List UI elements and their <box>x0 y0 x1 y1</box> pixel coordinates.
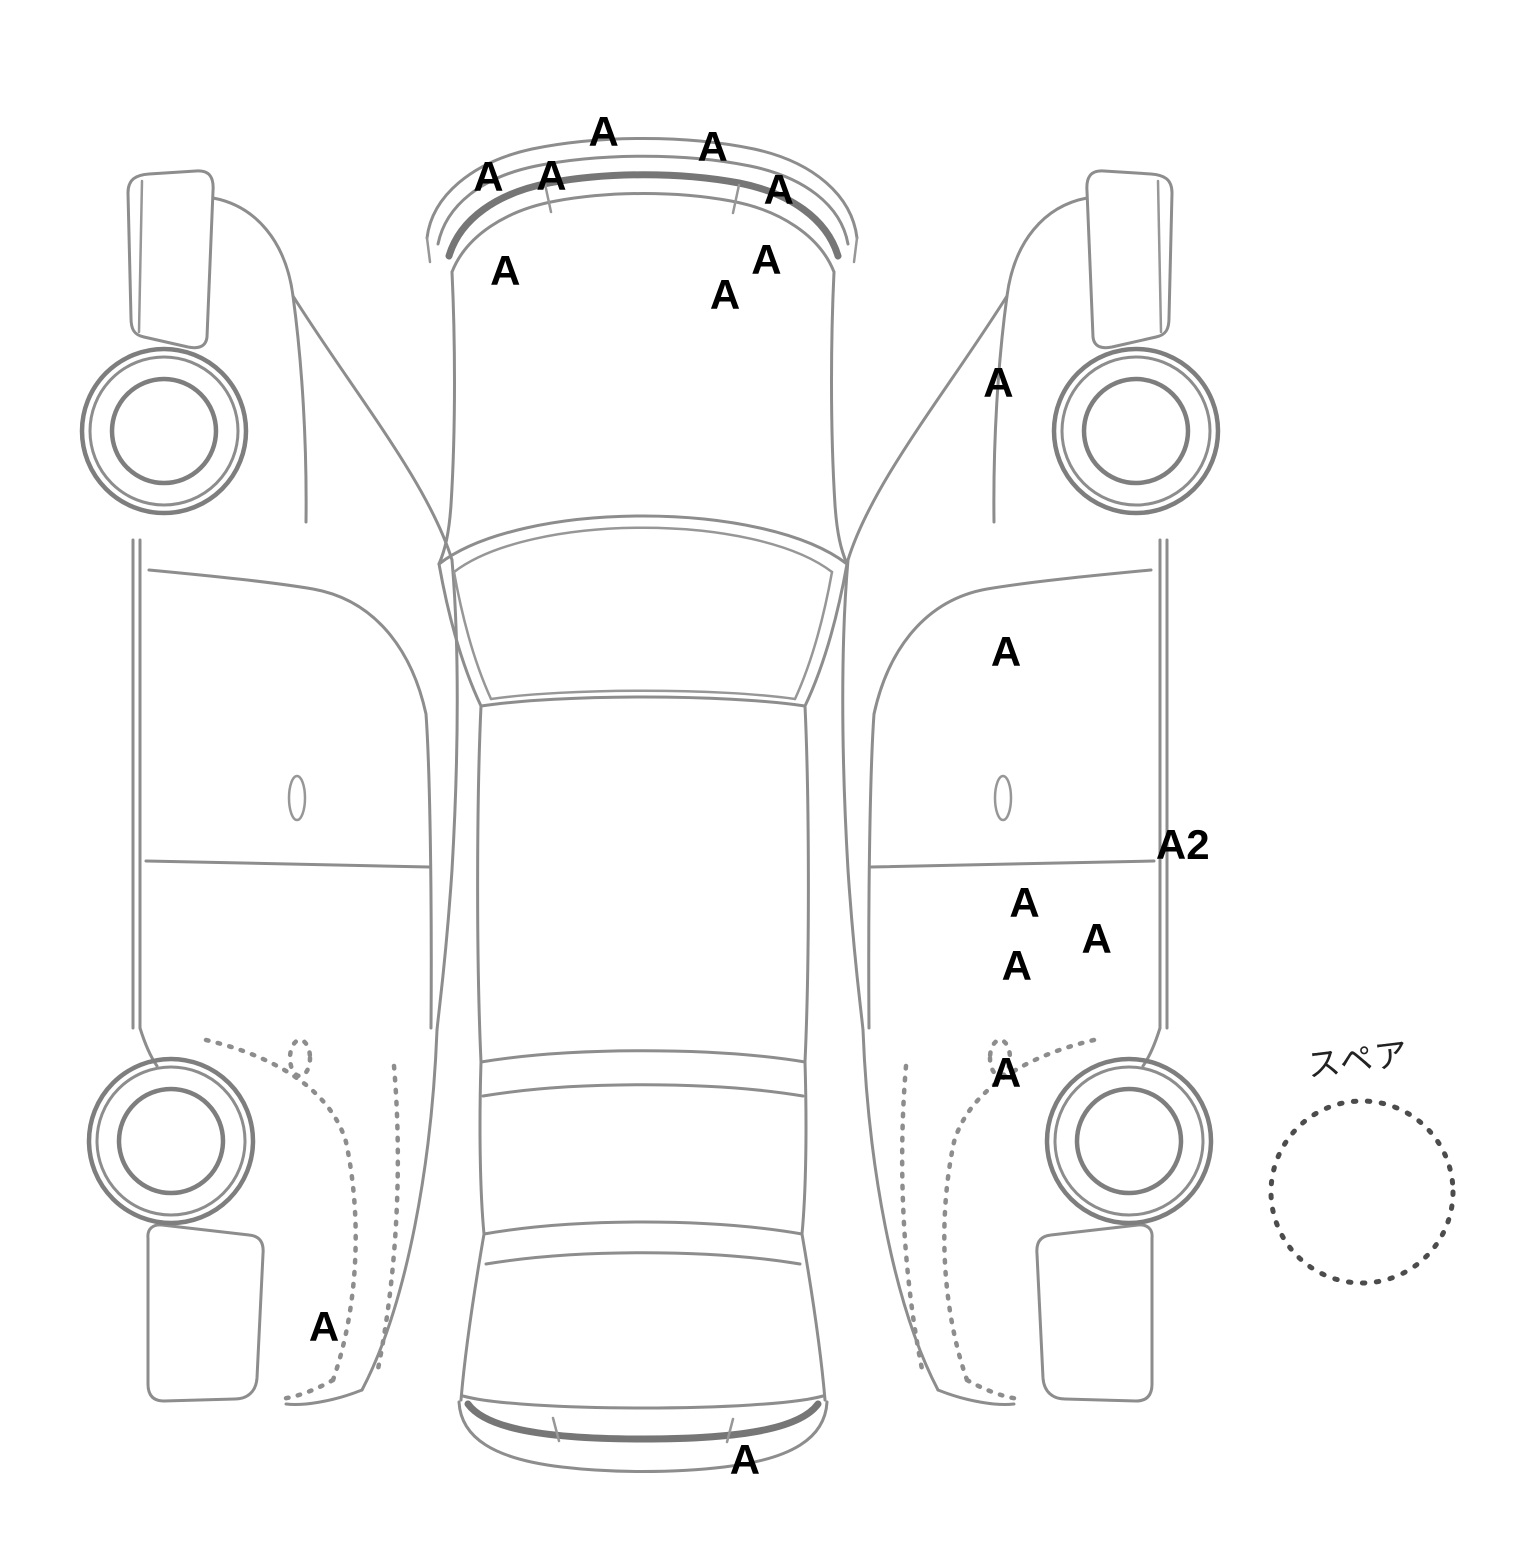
damage-marker: A <box>983 358 1014 406</box>
damage-marker: A <box>709 270 741 318</box>
damage-marker: A <box>697 123 728 171</box>
spare-tire-outline <box>1268 1098 1456 1286</box>
top-view <box>425 137 859 1473</box>
damage-marker: A <box>473 153 504 201</box>
damage-marker: A <box>490 247 521 295</box>
damage-marker: A <box>1001 941 1032 989</box>
damage-marker: A2 <box>1155 821 1210 869</box>
damage-marker: A <box>1009 879 1040 927</box>
damage-marker: A <box>763 165 794 213</box>
damage-marker: A <box>990 628 1022 676</box>
damage-marker: A <box>308 1302 340 1350</box>
damage-marker: A <box>588 107 619 155</box>
damage-marker: A <box>990 1048 1022 1096</box>
damage-marker: A <box>536 151 567 199</box>
left-side-view <box>79 169 459 1406</box>
damage-marker: A <box>729 1435 761 1483</box>
right-side-view <box>843 171 1218 1405</box>
damage-marker: A <box>1081 915 1112 963</box>
damage-marker: A <box>751 236 782 284</box>
